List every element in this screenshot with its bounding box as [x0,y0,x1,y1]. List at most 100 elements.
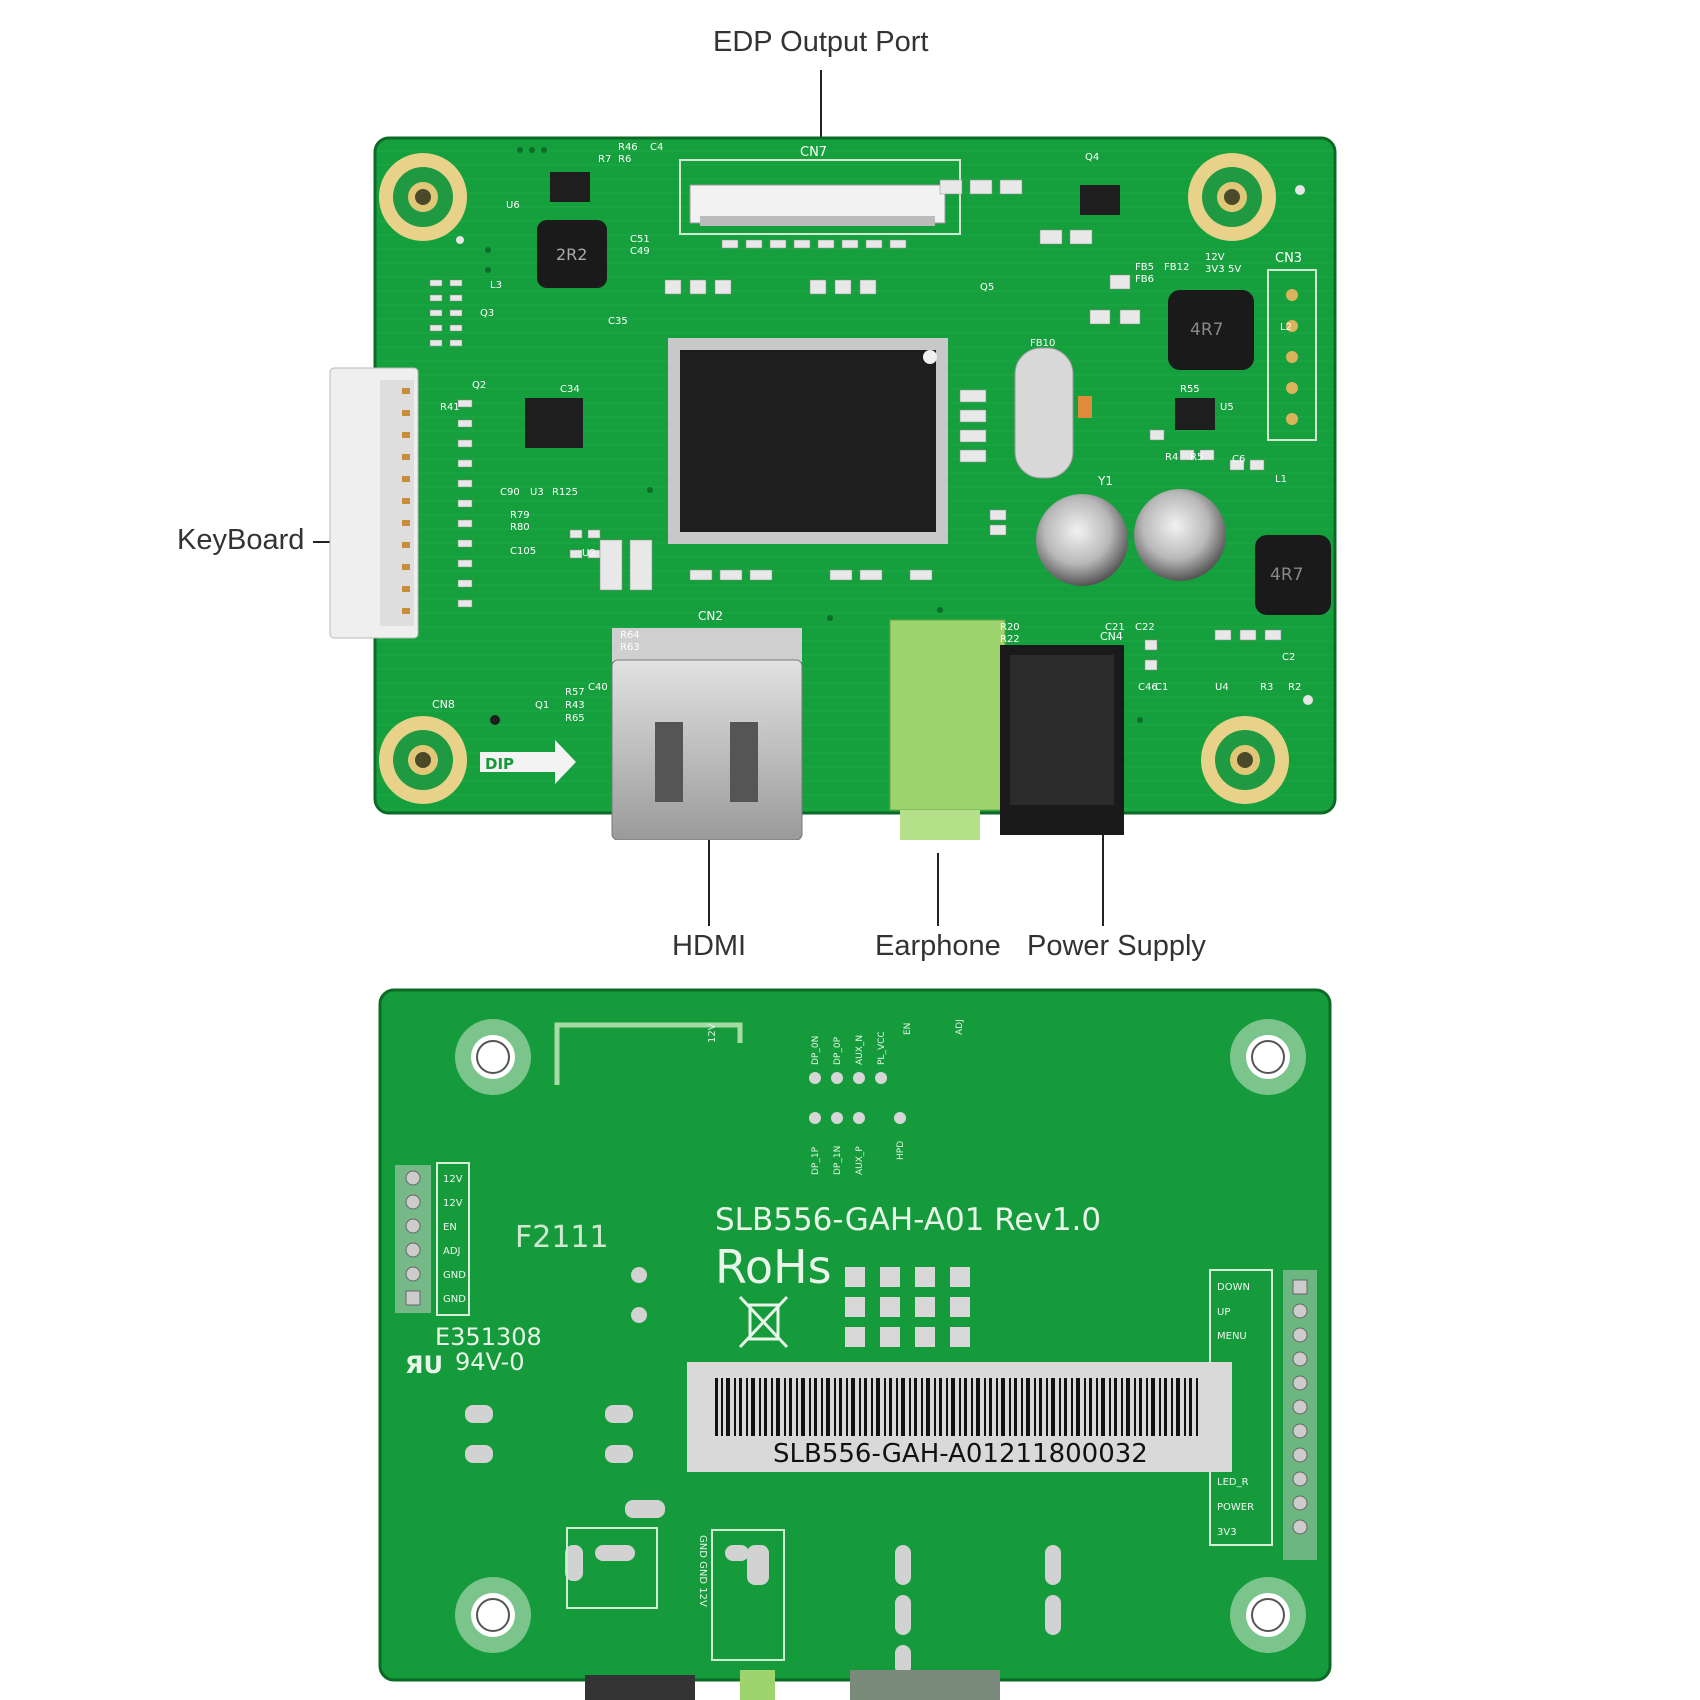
svg-text:U4: U4 [1215,682,1229,693]
bottom-trace-outline [554,1022,743,1085]
ic-u3 [525,398,583,448]
test-pad-grid [845,1267,970,1347]
cn8-label: CN8 [432,698,455,711]
svg-text:U5: U5 [1220,402,1234,413]
keyboard-leader-line [313,541,339,543]
bottom-dc-jack-edge [850,1670,1000,1700]
svg-text:C34: C34 [560,384,580,395]
smd-components [429,179,1282,671]
svg-text:C6: C6 [1232,454,1245,465]
svg-text:R6: R6 [618,154,631,165]
svg-text:PL_VCC: PL_VCC [877,1031,887,1065]
ic-u6 [550,172,590,202]
mounting-hole-bottom-left [379,716,467,804]
svg-text:L2: L2 [1280,322,1292,333]
barcode-text: SLB556-GAH-A01211800032 [773,1439,1148,1469]
connector-cn3 [1267,269,1317,441]
ul-rating: 94V-0 [455,1348,524,1376]
y1-label: Y1 [1097,474,1113,488]
bottom-left-pin-labels: 12V 12V EN ADJ GND GND [443,1174,466,1305]
svg-text:C105: C105 [510,546,536,557]
keyboard-connector-cn8 [329,367,419,639]
cn7-label: CN7 [800,145,827,160]
crystal-y1 [1014,347,1092,479]
svg-text:LED_R: LED_R [1217,1477,1249,1488]
svg-text:C51: C51 [630,234,650,245]
svg-text:R65: R65 [565,713,585,724]
svg-text:12V: 12V [443,1174,463,1185]
svg-text:R41: R41 [440,402,460,413]
svg-text:Q4: Q4 [1085,152,1099,163]
svg-text:POWER: POWER [1217,1502,1254,1513]
power-pad-area-1 [566,1527,658,1609]
misc-pads [465,1267,1061,1675]
bottom-mounting-hole-bottom-left [455,1577,531,1653]
power-supply-callout: Power Supply [1027,930,1206,962]
svg-text:GND: GND [443,1294,466,1305]
vias [456,147,1313,725]
ul-logo: ЯU [405,1351,443,1379]
cn3-label: CN3 [1275,251,1302,266]
svg-text:DP_0N: DP_0N [811,1036,821,1065]
svg-text:R125: R125 [552,487,578,498]
svg-text:12V: 12V [707,1023,718,1043]
barcode-sticker: SLB556-GAH-A01211800032 [687,1362,1232,1472]
svg-text:R43: R43 [565,700,585,711]
rohs-mark: RoHs [715,1240,832,1294]
svg-text:UP: UP [1217,1307,1230,1318]
svg-text:ADJ: ADJ [955,1019,965,1035]
main-scaler-chip-u1 [668,338,948,544]
fab-mark: F2111 [515,1220,609,1255]
svg-text:5V: 5V [1228,264,1241,275]
svg-text:DP_0P: DP_0P [833,1036,843,1065]
inductor-4r7-l2: 4R7 [1168,290,1254,370]
svg-text:R7: R7 [598,154,611,165]
dip-arrow: DIP [480,740,576,784]
svg-text:C4: C4 [650,142,663,153]
ic-u5 [1175,398,1215,430]
power-supply-leader-line [1102,828,1104,926]
bottom-mounting-hole-top-left [455,1019,531,1095]
svg-text:C49: C49 [630,246,650,257]
svg-text:EN: EN [903,1023,913,1035]
keyboard-callout: KeyBoard [177,524,305,556]
svg-text:ADJ: ADJ [443,1246,461,1257]
barcode-bars [715,1378,1198,1436]
top-pcb-board: CN7 2R2 4R7 4R7 Y1 CN3 [329,136,1337,840]
mounting-hole-top-right [1188,153,1276,241]
mounting-hole-top-left [379,153,467,241]
svg-text:R4: R4 [1165,452,1178,463]
svg-text:12V: 12V [1205,252,1225,263]
power-pad-area-2 [711,1529,785,1661]
svg-text:4R7: 4R7 [1270,565,1303,585]
bottom-right-pin-labels: DOWN UP MENU LED_R POWER 3V3 [1217,1282,1254,1538]
svg-text:FB10: FB10 [1030,338,1055,349]
mounting-hole-bottom-right [1201,716,1289,804]
svg-text:C35: C35 [608,316,628,327]
svg-text:R64: R64 [620,630,640,641]
svg-text:L1: L1 [1275,474,1287,485]
earphone-jack [889,619,1006,840]
svg-text:U2: U2 [582,548,596,559]
svg-text:Q1: Q1 [535,700,549,711]
svg-text:R3: R3 [1260,682,1273,693]
svg-text:DOWN: DOWN [1217,1282,1250,1293]
svg-text:R2: R2 [1288,682,1301,693]
bottom-pcb-board: 12V DP_0N DP_0P AUX_N PL_VCC DP_1P DP_1N… [378,988,1332,1700]
cn4-label: CN4 [1100,630,1123,643]
svg-text:R22: R22 [1000,634,1020,645]
svg-text:2R2: 2R2 [556,245,587,264]
svg-text:FB6: FB6 [1135,274,1154,285]
svg-text:L3: L3 [490,280,502,291]
svg-text:FB12: FB12 [1164,262,1189,273]
edp-output-port-callout: EDP Output Port [713,26,929,58]
svg-text:U6: U6 [506,200,520,211]
svg-text:R20: R20 [1000,622,1020,633]
svg-text:C46: C46 [1138,682,1158,693]
svg-text:R63: R63 [620,642,640,653]
svg-text:C1: C1 [1155,682,1168,693]
hdmi-callout: HDMI [672,930,747,962]
bottom-edp-pin-labels: DP_0N DP_0P AUX_N PL_VCC DP_1P DP_1N AUX… [811,1031,906,1175]
svg-text:GND GND 12V: GND GND 12V [697,1535,708,1607]
svg-text:C2: C2 [1282,652,1295,663]
